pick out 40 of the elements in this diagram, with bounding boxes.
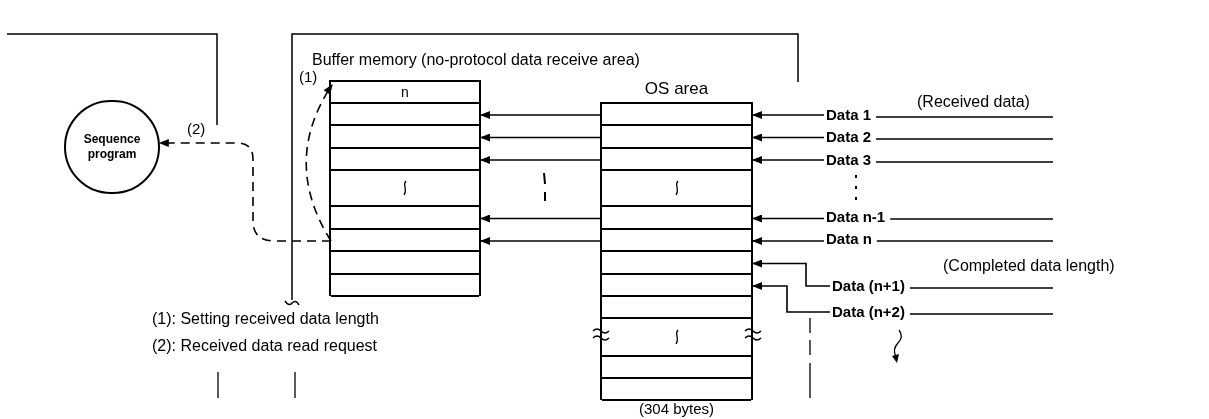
data-label: Data n-1 xyxy=(826,208,886,226)
signal-note: (Completed data length) xyxy=(943,256,1115,276)
arrow xyxy=(480,237,601,245)
signal-line xyxy=(876,240,1054,242)
area-heading: Buffer memory (no-protocol data receive area) xyxy=(312,50,640,70)
legend-note: (1): Setting received data length xyxy=(152,309,379,329)
table-caption: (304 bytes) xyxy=(638,400,714,418)
edge-label: (2) xyxy=(186,120,207,138)
memory-table xyxy=(329,80,481,296)
table-heading: OS area xyxy=(644,78,709,100)
cell-text: n xyxy=(400,83,410,102)
arrow xyxy=(752,156,825,164)
arrow xyxy=(480,156,601,164)
data-label: Data (n+2) xyxy=(832,303,905,321)
legend-note: (2): Received data read request xyxy=(152,336,377,356)
arrow xyxy=(752,259,831,287)
signal-line xyxy=(875,116,1054,118)
arrow xyxy=(752,214,825,223)
dashed-arrow xyxy=(158,139,332,242)
signal-line xyxy=(875,161,1054,163)
edge-label: (1) xyxy=(298,68,319,86)
signal-note: (Received data) xyxy=(917,92,1030,112)
arrow xyxy=(752,111,825,119)
arrow xyxy=(752,282,831,313)
signal-line xyxy=(909,287,1054,289)
signal-line xyxy=(875,138,1054,140)
signal-line xyxy=(889,218,1054,220)
arrow xyxy=(752,133,825,142)
data-label: Data 2 xyxy=(826,128,872,146)
arrow xyxy=(480,111,601,119)
data-label: Data 3 xyxy=(826,151,872,169)
arrow xyxy=(752,237,825,245)
data-label: Data n xyxy=(826,230,872,248)
arrow xyxy=(480,133,601,142)
signal-line xyxy=(909,313,1054,315)
dashed-arrow xyxy=(305,84,333,242)
data-label: Data (n+1) xyxy=(832,277,905,295)
circle-label: Sequence program xyxy=(82,132,142,162)
data-label: Data 1 xyxy=(826,106,872,124)
arrow xyxy=(480,214,601,223)
